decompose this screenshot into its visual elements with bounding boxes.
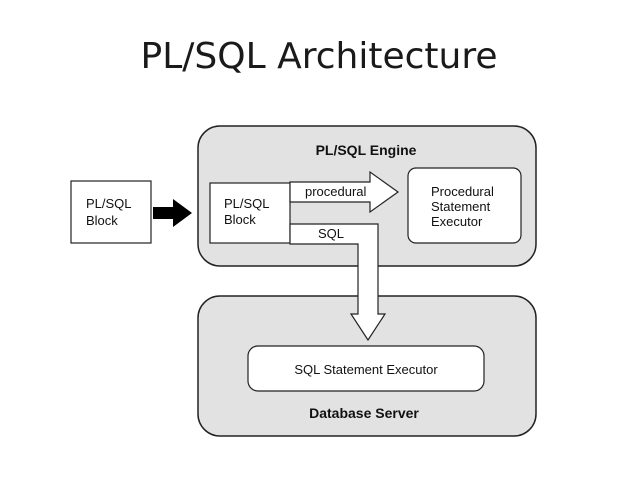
inner-plsql-block [209, 182, 291, 244]
inner-block-line1: PL/SQL [224, 196, 270, 211]
outside-block-line2: Block [86, 213, 118, 228]
sql-executor-label: SQL Statement Executor [294, 362, 438, 377]
procedural-statement-executor [407, 167, 522, 244]
database-server-label: Database Server [309, 405, 419, 421]
procedural-arrow [289, 170, 400, 214]
outside-block-line1: PL/SQL [86, 196, 132, 211]
sql-arrow [289, 223, 387, 342]
slide-title: PL/SQL Architecture [140, 36, 498, 77]
inner-block-line2: Block [224, 212, 256, 227]
executor-line1: Procedural [431, 184, 494, 199]
executor-line2: Statement [431, 199, 491, 214]
executor-line3: Executor [431, 214, 483, 229]
procedural-arrow-label: procedural [305, 184, 367, 199]
submit-arrow-icon [153, 199, 192, 227]
sql-statement-executor [247, 345, 485, 392]
outside-plsql-block [70, 180, 152, 244]
plsql-engine-label: PL/SQL Engine [316, 142, 417, 158]
sql-arrow-label: SQL [318, 226, 344, 241]
